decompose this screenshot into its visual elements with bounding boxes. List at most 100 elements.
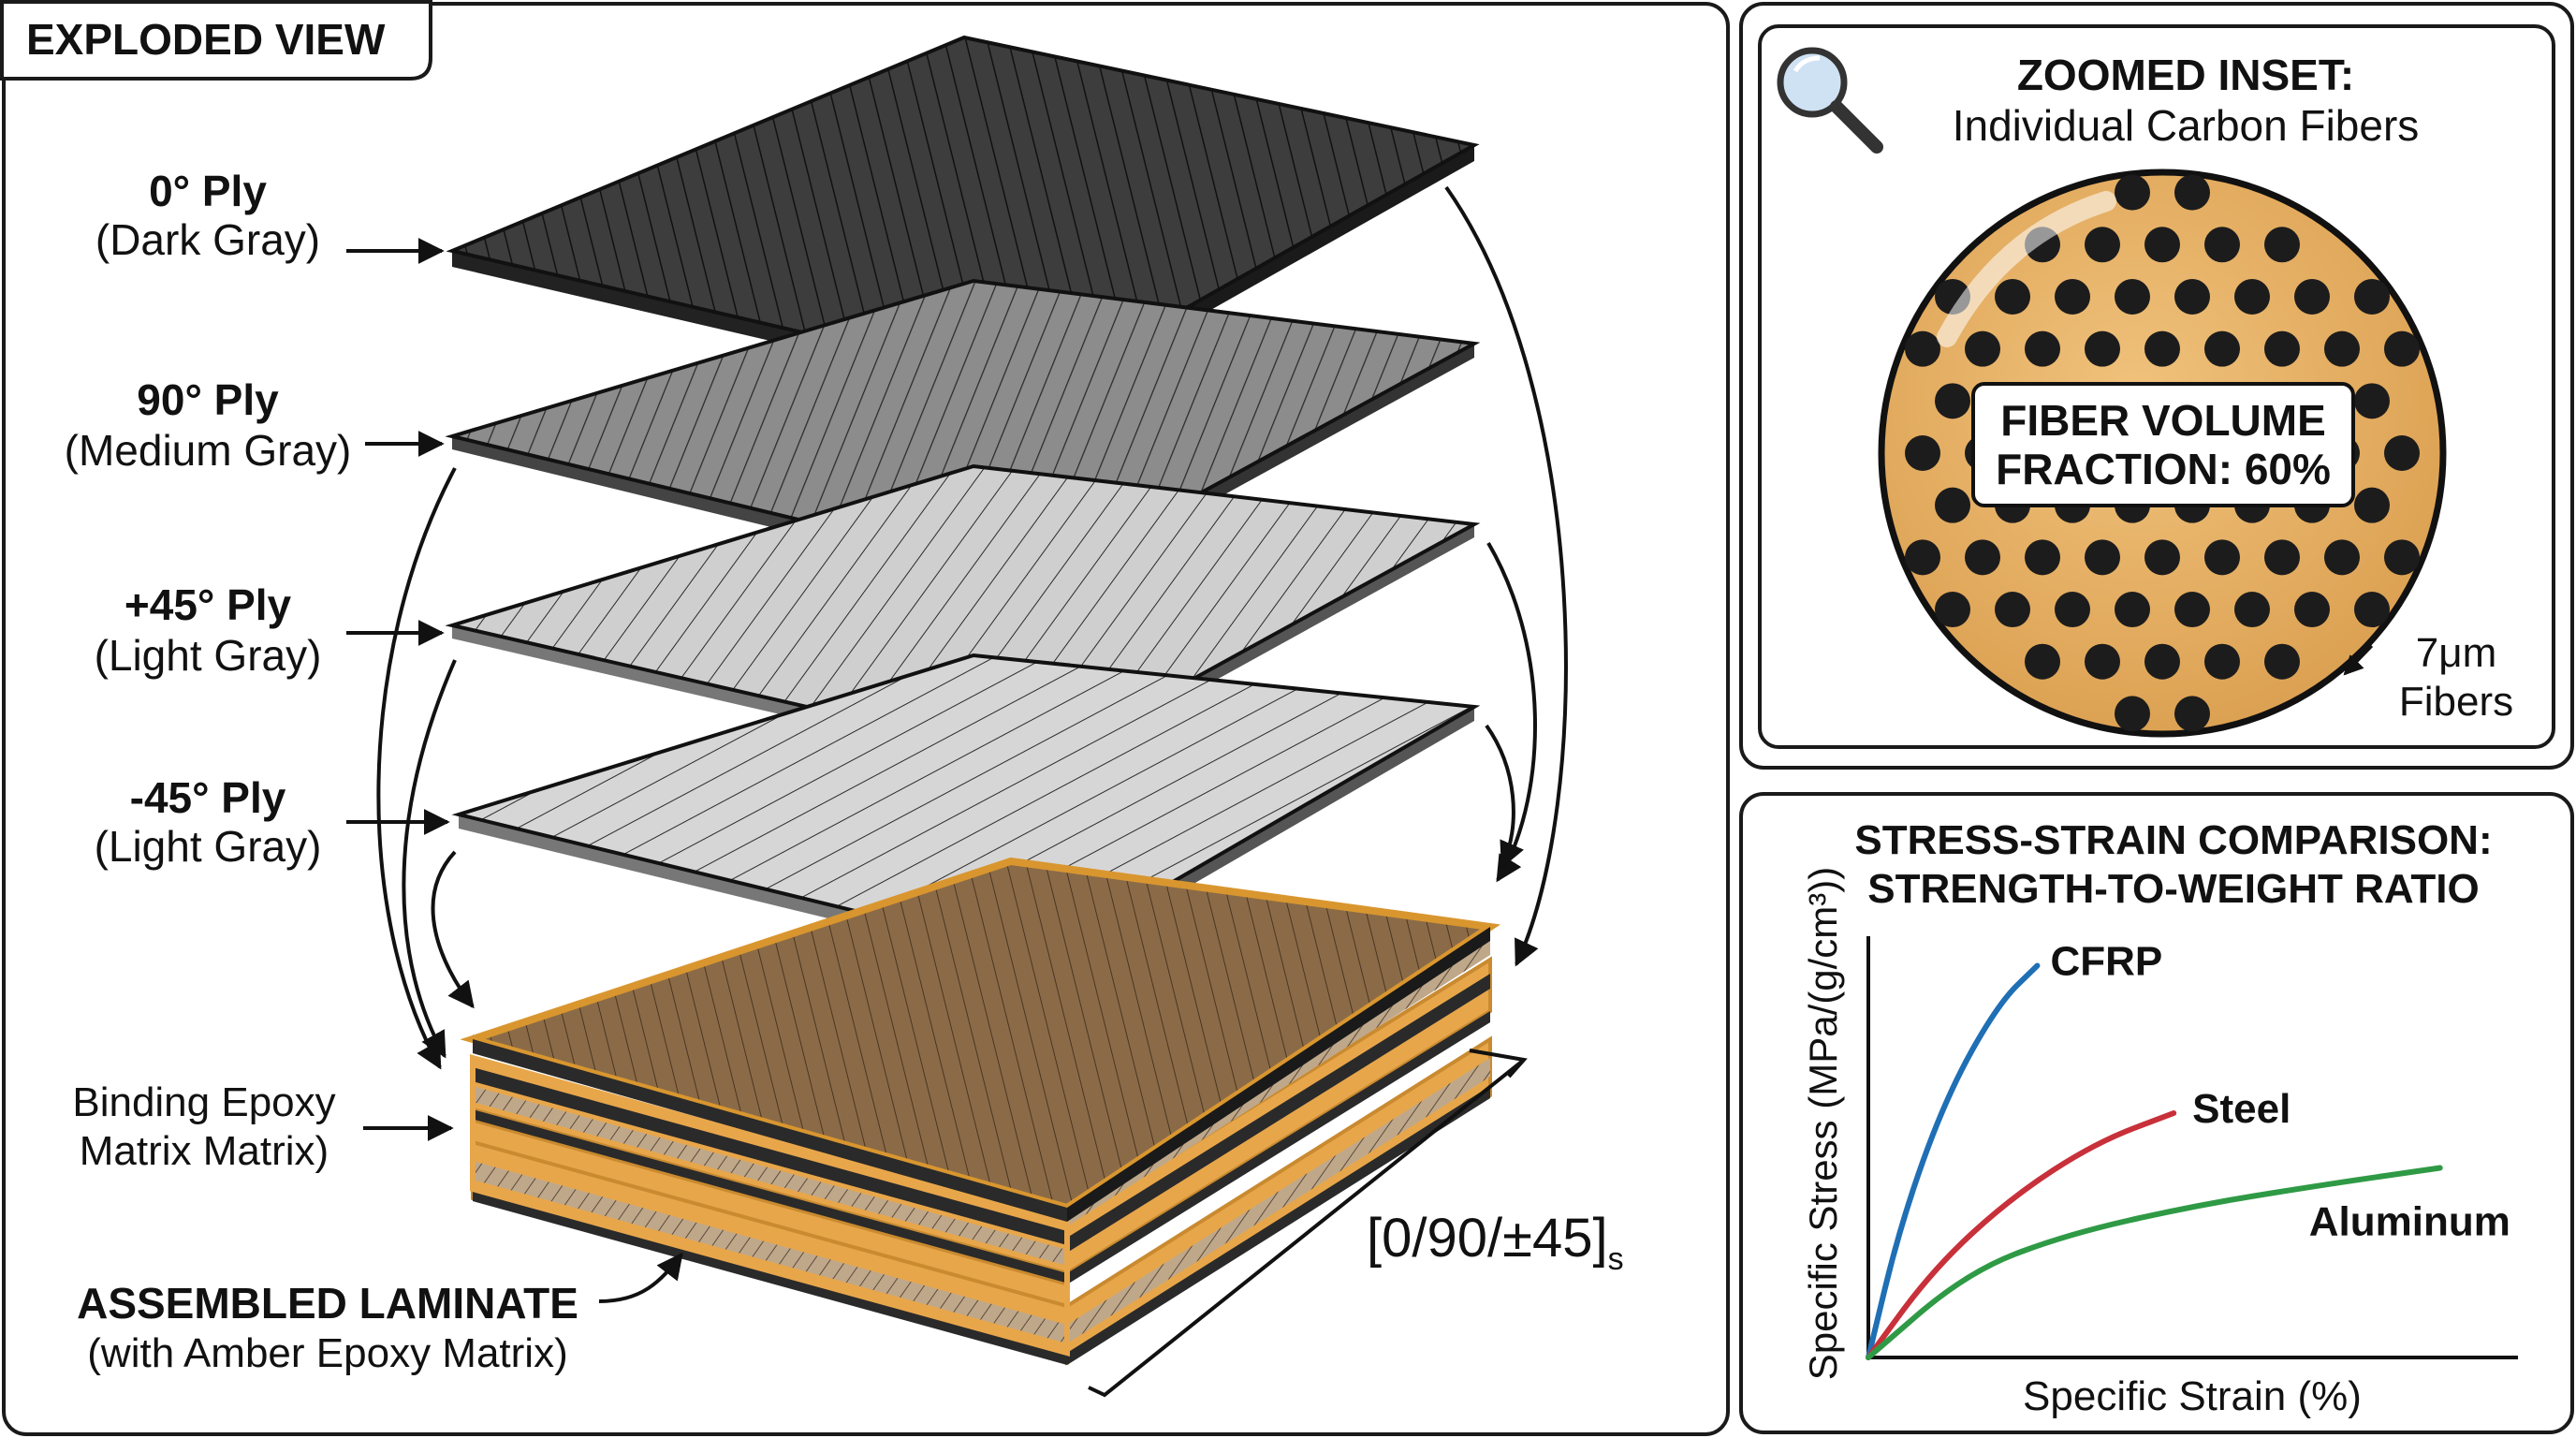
fiber-dot — [2264, 227, 2300, 263]
fiber-dot — [2354, 592, 2390, 628]
fiber-dot — [2115, 278, 2150, 315]
fiber-dot — [2324, 539, 2360, 576]
fiber-dot — [2144, 227, 2180, 263]
fiber-dot — [2115, 592, 2150, 628]
svg-text:(with Amber Epoxy Matrix): (with Amber Epoxy Matrix) — [87, 1330, 567, 1376]
tab-outline — [0, 0, 432, 81]
svg-text:(Dark Gray): (Dark Gray) — [95, 215, 320, 264]
fiber-dot — [2115, 174, 2150, 211]
fiber-dot — [2204, 330, 2240, 367]
fiber-dot — [2085, 330, 2120, 367]
fiber-dot — [1965, 330, 2000, 367]
fiber-volume-badge — [1971, 382, 2355, 507]
series-label-aluminum: Aluminum — [2309, 1199, 2510, 1245]
ply-label-arrows — [346, 238, 454, 1141]
svg-text:ASSEMBLED LAMINATE: ASSEMBLED LAMINATE — [77, 1279, 578, 1328]
x-axis-label: Specific Strain (%) — [2023, 1373, 2362, 1419]
fiber-dot — [2324, 330, 2360, 367]
fiber-dot — [1995, 592, 2030, 628]
ply-label-90: 90° Ply (Medium Gray) — [65, 375, 352, 475]
fiber-dot — [2144, 539, 2180, 576]
fiber-dot — [2025, 643, 2060, 680]
series-label-steel: Steel — [2192, 1086, 2291, 1132]
ply-label-plus45: +45° Ply (Light Gray) — [95, 580, 322, 680]
y-axis-label: Specific Stress (MPa/(g/cm³)) — [1801, 867, 1845, 1380]
fiber-dot — [1935, 592, 1970, 628]
fiber-dot — [2204, 539, 2240, 576]
exploded-view-title: EXPLODED VIEW — [26, 15, 386, 64]
fiber-dot — [2055, 592, 2090, 628]
inset-subtitle: Individual Carbon Fibers — [1953, 101, 2420, 150]
svg-text:90° Ply: 90° Ply — [137, 375, 279, 424]
assembly-arrows — [376, 185, 1568, 1303]
fiber-dot — [2144, 330, 2180, 367]
fiber-dot — [2294, 278, 2330, 315]
magnifier-icon — [1777, 47, 1883, 154]
fiber-dot — [2354, 278, 2390, 315]
fiber-dot — [2085, 643, 2120, 680]
svg-text:+45° Ply: +45° Ply — [124, 580, 292, 629]
fiber-dot — [2384, 435, 2420, 471]
fiber-dot — [1935, 487, 1970, 523]
inset-title: ZOOMED INSET: — [2017, 51, 2354, 99]
svg-text:(Light Gray): (Light Gray) — [95, 631, 322, 680]
fiber-dot — [1995, 278, 2030, 315]
assembled-laminate-label: ASSEMBLED LAMINATE (with Amber Epoxy Mat… — [77, 1279, 578, 1376]
fiber-dot — [2055, 278, 2090, 315]
badge-line-1: FIBER VOLUME — [2000, 396, 2326, 445]
fiber-dot — [2264, 539, 2300, 576]
fiber-dot — [1905, 435, 1940, 471]
series-label-cfrp: CFRP — [2050, 939, 2162, 985]
svg-text:Binding Epoxy: Binding Epoxy — [72, 1079, 335, 1125]
ply-label-0: 0° Ply (Dark Gray) — [95, 167, 320, 264]
fiber-dot — [1905, 330, 1940, 367]
matrix-label: Binding Epoxy Matrix Matrix) — [72, 1079, 335, 1174]
fiber-dot — [2264, 643, 2300, 680]
fiber-dot — [2204, 643, 2240, 680]
fiber-dot — [2025, 539, 2060, 576]
svg-text:0° Ply: 0° Ply — [149, 167, 267, 215]
layup-bracket — [1088, 1058, 1526, 1398]
series-line-aluminum — [1866, 1165, 2443, 1360]
svg-text:-45° Ply: -45° Ply — [130, 773, 286, 822]
fiber-dot — [2264, 330, 2300, 367]
chart-title-2: STRENGTH-TO-WEIGHT RATIO — [1867, 866, 2479, 912]
fiber-dot — [2144, 643, 2180, 680]
fiber-dot — [2204, 227, 2240, 263]
inset-inner-frame — [1758, 24, 2555, 749]
fiber-dot — [2085, 539, 2120, 576]
layup-bracket-end — [1469, 1049, 1528, 1078]
fiber-dot — [2294, 592, 2330, 628]
series-line-cfrp — [1866, 962, 2041, 1360]
fiber-dot — [2174, 592, 2210, 628]
fiber-dot — [2085, 227, 2120, 263]
fiber-pointer — [2343, 644, 2374, 676]
series-line-steel — [1866, 1110, 2177, 1360]
fiber-dot — [1965, 539, 2000, 576]
fiber-note-1: 7μm — [2416, 630, 2496, 676]
fiber-dot — [1905, 539, 1940, 576]
svg-text:Matrix Matrix): Matrix Matrix) — [80, 1128, 329, 1174]
fiber-dot — [2174, 278, 2210, 315]
fiber-dot — [2384, 330, 2420, 367]
fiber-dot — [2234, 278, 2270, 315]
fiber-dot — [2025, 330, 2060, 367]
fiber-note-2: Fibers — [2399, 679, 2513, 725]
fiber-dot — [2234, 592, 2270, 628]
fiber-dot — [2174, 696, 2210, 732]
layup-label: [0/90/±45]s — [1367, 1208, 1624, 1277]
fiber-dot — [2354, 487, 2390, 523]
fiber-dot — [2384, 539, 2420, 576]
chart-title-1: STRESS-STRAIN COMPARISON: — [1854, 817, 2492, 863]
fiber-dot — [2174, 174, 2210, 211]
fiber-dot — [2115, 696, 2150, 732]
assembled-laminate — [460, 857, 1501, 1366]
svg-text:(Medium Gray): (Medium Gray) — [65, 426, 352, 475]
badge-line-2: FRACTION: 60% — [1996, 445, 2331, 493]
ply-label-minus45: -45° Ply (Light Gray) — [95, 773, 322, 871]
fiber-dot — [1935, 383, 1970, 419]
fiber-dot — [2354, 383, 2390, 419]
svg-text:(Light Gray): (Light Gray) — [95, 822, 322, 871]
